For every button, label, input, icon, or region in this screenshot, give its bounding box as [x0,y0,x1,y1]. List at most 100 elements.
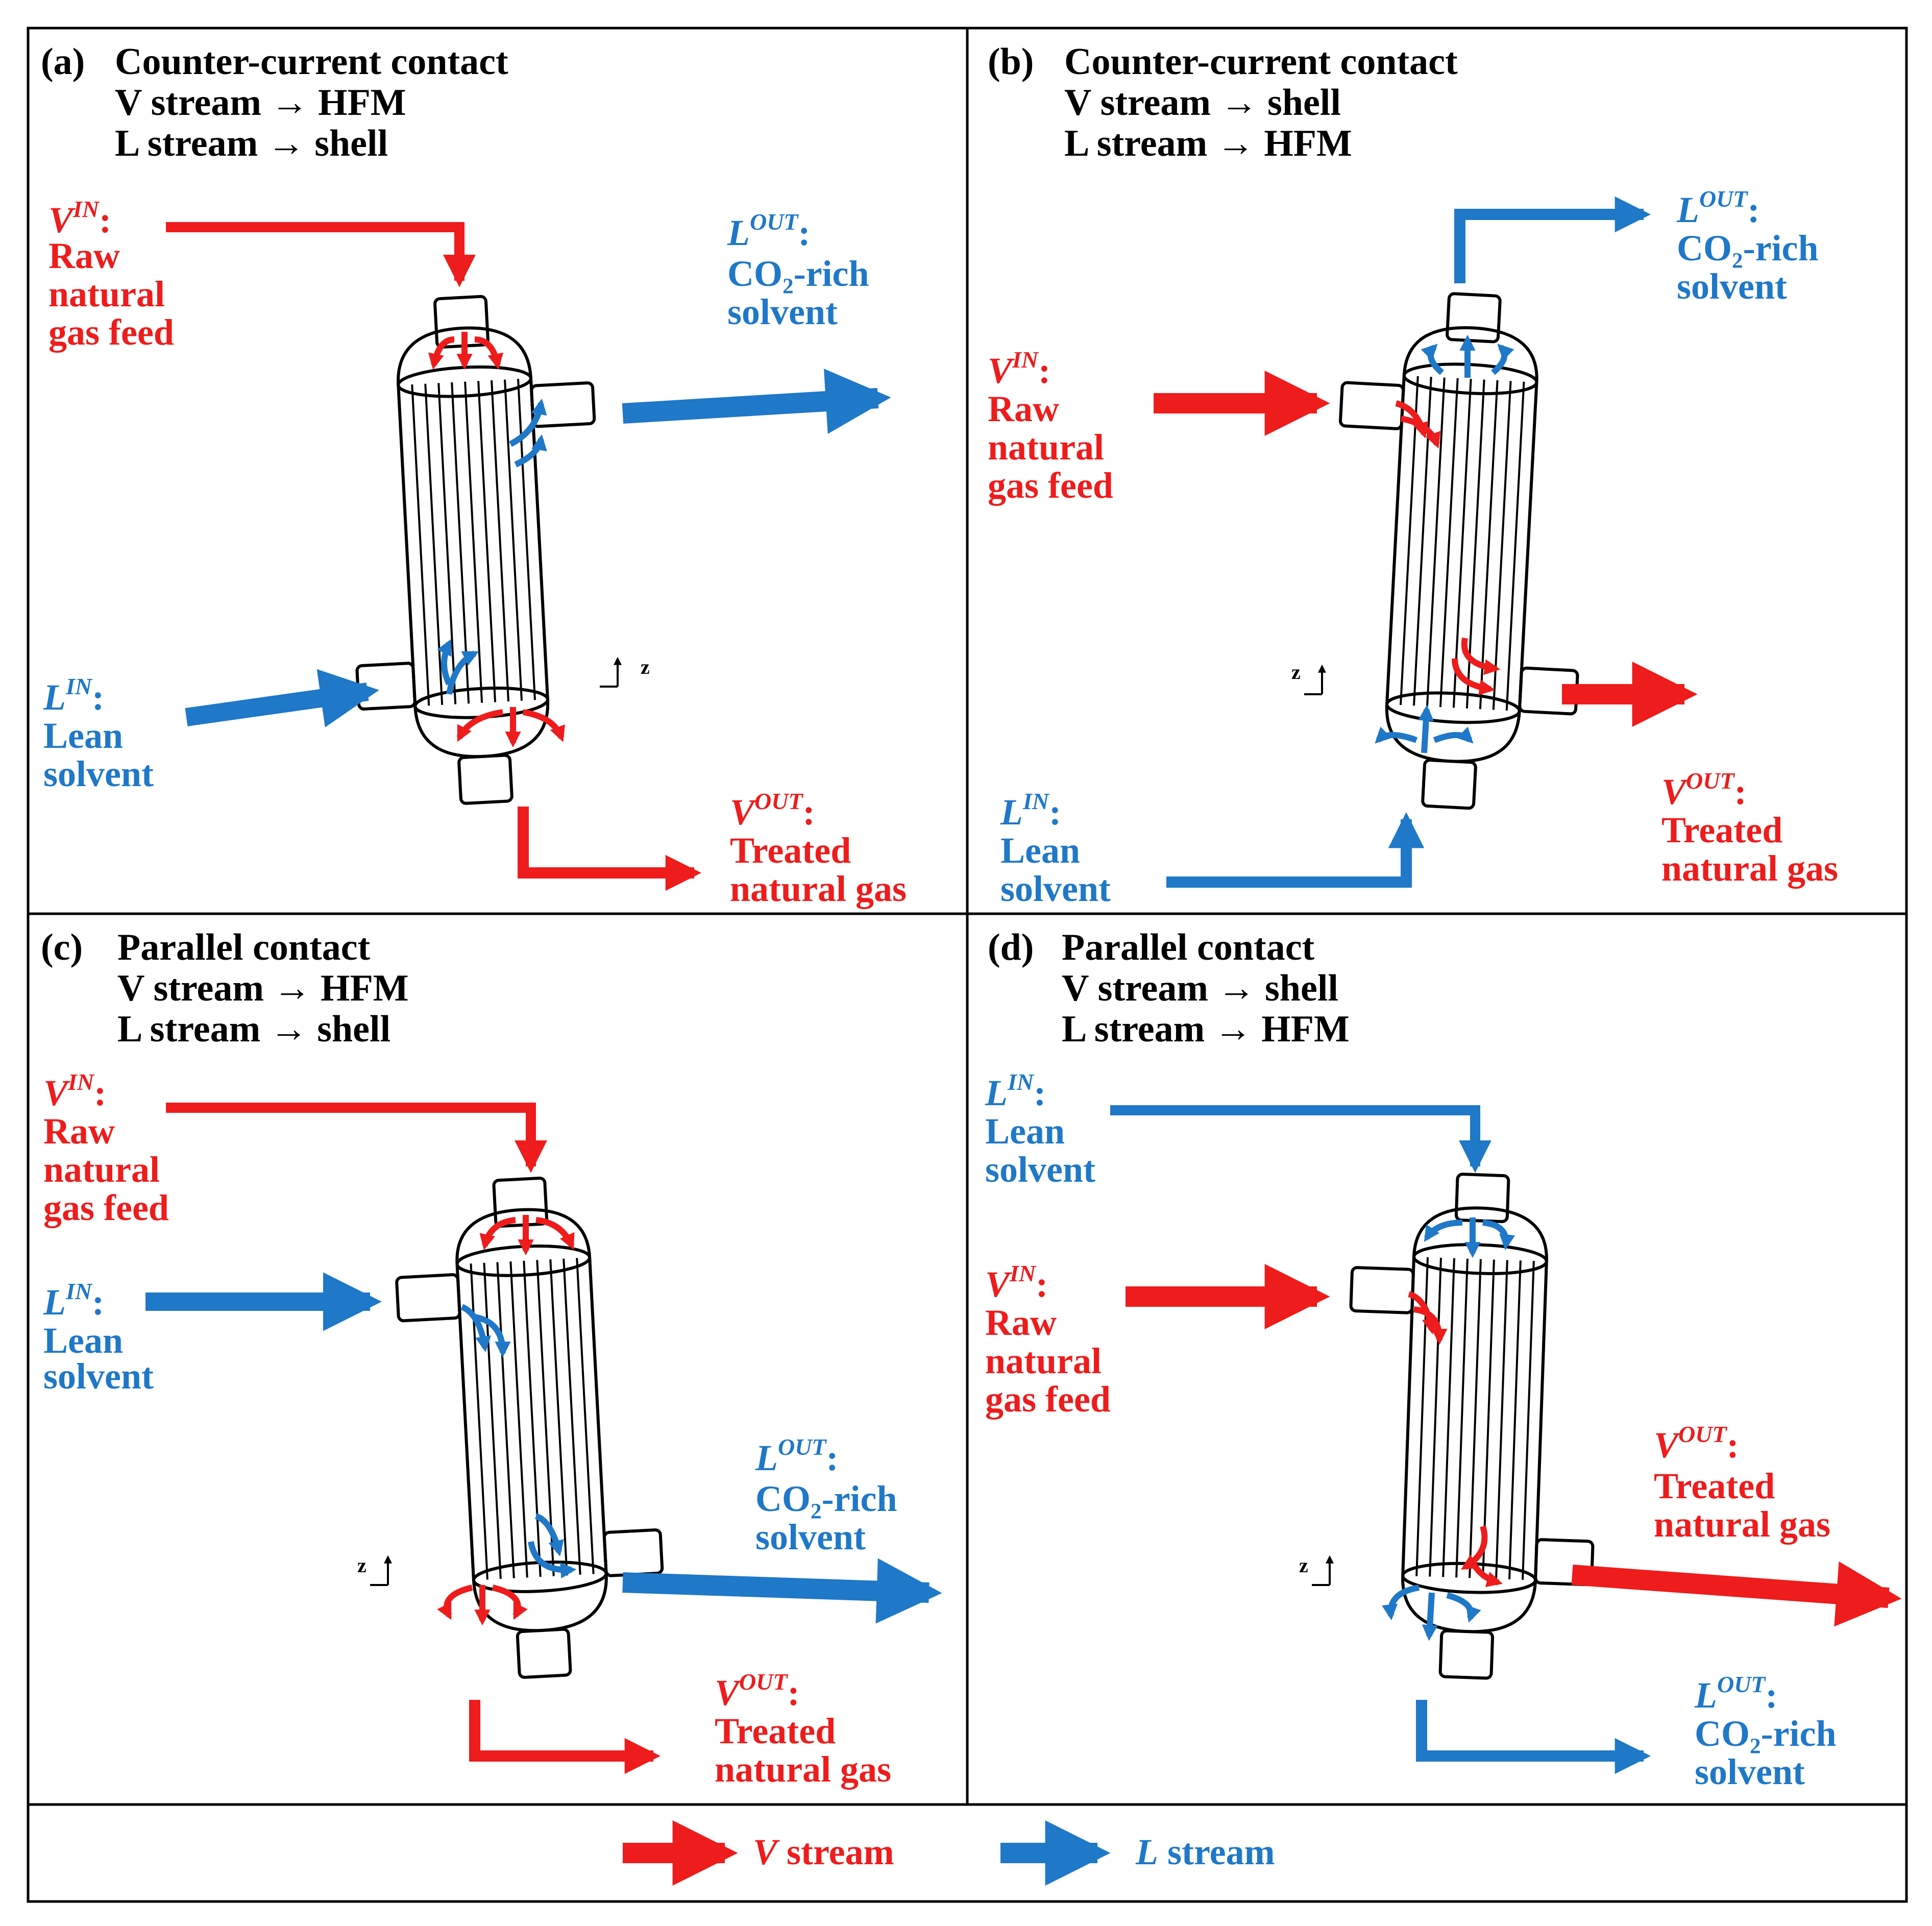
v-out-label: VOUT: Treated natural gas [730,788,907,909]
svg-text:solvent: solvent [1000,868,1111,909]
svg-text:solvent: solvent [985,1149,1095,1190]
l-in-arrow [1166,812,1425,888]
v-in-label: VIN: Raw natural gas feed [985,1260,1111,1420]
v-out-arrow [469,1700,661,1774]
svg-text:LIN:: LIN: [43,1278,104,1323]
l-stream-legend-label: L stream [1135,1832,1275,1872]
v-route: V stream → shell [1062,967,1338,1009]
svg-text:VOUT:: VOUT: [1661,768,1747,812]
svg-text:natural gas: natural gas [1654,1504,1830,1545]
svg-text:natural gas: natural gas [715,1749,891,1790]
svg-text:VIN:: VIN: [43,1069,106,1113]
contact-type: Parallel contact [1062,927,1315,968]
panel-c: (c) Parallel contact V stream → HFM L st… [41,927,942,1790]
z-label: z [1299,1554,1308,1577]
l-in-label: LIN: Lean solvent [985,1069,1095,1190]
v-in-label: VIN: Raw natural gas feed [988,347,1113,506]
v-stream-legend-label: V stream [753,1832,894,1872]
legend: V stream L stream [623,1820,1275,1886]
flow-hints [428,332,565,748]
svg-text:natural gas: natural gas [1661,848,1838,889]
l-out-label: LOUT: CO₂-rich solvent [755,1434,897,1557]
z-label: z [641,655,650,678]
svg-text:VIN:: VIN: [48,196,111,240]
svg-text:Raw: Raw [985,1302,1057,1343]
v-out-arrow [1571,1561,1902,1627]
v-out-label: VOUT: Treated natural gas [1654,1421,1830,1545]
v-out-label: VOUT: Treated natural gas [715,1669,891,1790]
svg-text:solvent: solvent [1677,266,1787,307]
svg-text:solvent: solvent [755,1517,866,1557]
flow-hints [1382,1217,1515,1641]
l-in-arrow [1110,1105,1492,1173]
z-axis-indicator: z [1291,661,1326,695]
l-out-label: LOUT: CO₂-rich solvent [1676,186,1819,307]
panel-tag: (b) [988,41,1034,83]
svg-text:natural: natural [985,1340,1102,1381]
svg-text:LIN:: LIN: [43,673,104,718]
v-route: V stream → HFM [115,82,406,124]
panel-tag: (a) [41,41,85,83]
l-out-arrow [622,1558,942,1624]
svg-text:VIN:: VIN: [985,1260,1048,1305]
svg-text:Lean: Lean [985,1111,1065,1152]
svg-text:Raw: Raw [988,388,1059,429]
panel-a: (a) Counter-current contact V stream → H… [41,41,907,909]
svg-text:Treated: Treated [1654,1466,1775,1506]
svg-text:LOUT:: LOUT: [727,209,811,253]
svg-text:natural: natural [43,1149,160,1190]
flow-hints [437,1215,577,1626]
l-out-arrow [622,369,891,434]
svg-text:VIN:: VIN: [988,347,1050,391]
svg-text:LOUT:: LOUT: [1694,1671,1778,1716]
contact-type: Counter-current contact [1064,41,1458,83]
svg-text:CO₂-rich: CO₂-rich [727,253,869,294]
panel-tag: (c) [41,927,83,968]
l-route: L stream → HFM [1064,123,1352,164]
z-axis-indicator: z [357,1554,392,1586]
svg-text:Lean: Lean [43,1320,123,1361]
panel-tag: (d) [988,927,1034,968]
svg-text:CO₂-rich: CO₂-rich [755,1478,897,1519]
v-in-arrow [166,222,476,287]
flow-hints [1375,334,1514,753]
l-in-label: LIN: Lean solvent [43,673,154,794]
v-in-label: VIN: Raw natural gas feed [43,1069,169,1228]
svg-text:Raw: Raw [43,1111,115,1152]
svg-text:LIN:: LIN: [1000,788,1061,833]
svg-text:solvent: solvent [1695,1751,1805,1792]
svg-text:gas feed: gas feed [985,1379,1111,1420]
l-route: L stream → shell [117,1008,390,1050]
svg-text:VOUT:: VOUT: [1654,1421,1739,1466]
svg-text:Lean: Lean [43,715,123,756]
v-out-label: VOUT: Treated natural gas [1661,768,1838,889]
l-out-label: LOUT: CO₂-rich solvent [727,209,869,332]
svg-text:solvent: solvent [727,291,838,332]
svg-text:gas feed: gas feed [43,1187,169,1228]
l-in-label: LIN: Lean solvent [1000,788,1111,909]
z-axis-indicator: z [1299,1554,1334,1586]
contact-type: Parallel contact [117,927,371,968]
svg-text:Raw: Raw [48,235,120,276]
svg-text:natural: natural [48,274,165,314]
module-d [1349,1173,1595,1680]
svg-text:Lean: Lean [1000,830,1080,871]
module-a [355,295,596,805]
svg-text:VOUT:: VOUT: [715,1669,800,1713]
l-in-label: LIN: Lean solvent [43,1278,154,1397]
panel-b: (b) Counter-current contact V stream → s… [988,41,1838,909]
svg-text:solvent: solvent [43,753,154,794]
module-c [395,1176,664,1679]
svg-text:gas feed: gas feed [988,465,1113,506]
svg-text:natural gas: natural gas [730,868,907,909]
svg-text:CO₂-rich: CO₂-rich [1695,1713,1837,1754]
svg-text:LIN:: LIN: [985,1069,1046,1113]
svg-text:LOUT:: LOUT: [1676,186,1760,230]
svg-text:Treated: Treated [1661,810,1782,850]
l-out-arrow [1416,1700,1651,1774]
contact-type: Counter-current contact [115,41,508,83]
l-in-arrow [185,669,379,727]
z-label: z [1291,661,1301,684]
svg-text:CO₂-rich: CO₂-rich [1677,228,1819,269]
